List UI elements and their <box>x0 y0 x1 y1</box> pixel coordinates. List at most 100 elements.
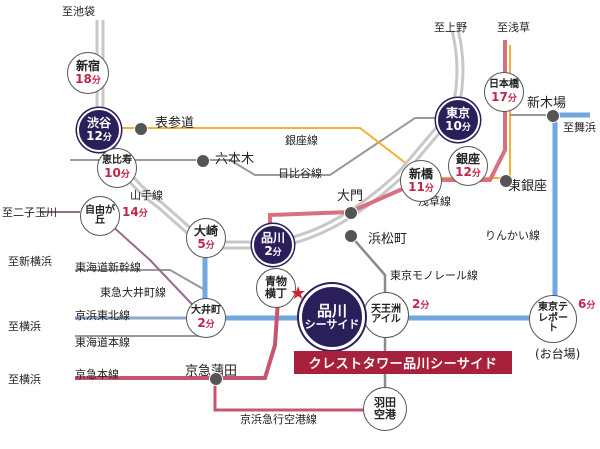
station-shinjuku: 新宿 18分 <box>67 52 109 94</box>
junction-daimon <box>344 206 358 220</box>
tokaido-line <box>75 269 206 337</box>
label-tokaido-line: 東海道本線 <box>75 336 130 349</box>
station-name: 青物横丁 <box>265 275 287 300</box>
junction-hamamatsucho <box>344 229 358 243</box>
time-value: 12 <box>86 128 103 143</box>
time-value: 10 <box>445 118 462 133</box>
label-keihin-tohoku: 京浜東北線 <box>75 309 130 322</box>
keikyu-airport-line <box>213 378 385 412</box>
label-tokyo-monorail: 東京モノレール線 <box>390 269 478 282</box>
station-tokyo-teleport: 東京テレポート <box>529 295 577 343</box>
station-shinagawa: 品川 2分 <box>252 224 294 266</box>
time-unit: 分 <box>102 132 112 143</box>
time-unit: 分 <box>461 122 471 133</box>
junction-shinkiba <box>546 109 560 123</box>
time-unit: 分 <box>586 301 596 311</box>
station-oimachi: 大井町 2分 <box>186 298 226 338</box>
station-shinagawa-seaside: 品川 シーサイド <box>299 284 365 350</box>
yamanote-line <box>95 20 465 250</box>
time-value: 14 <box>122 205 139 219</box>
property-star-icon: ★ <box>290 283 307 304</box>
station-time: 10分 <box>445 118 471 133</box>
station-tokyo: 東京 10分 <box>436 98 480 142</box>
station-ebisu: 恵比寿 10分 <box>97 148 137 188</box>
station-name: 自由が丘 <box>85 204 115 226</box>
time-value: 2 <box>197 315 206 330</box>
time-unit: 分 <box>507 93 517 104</box>
junction-roppongi <box>196 154 210 168</box>
oimachi-line <box>99 214 206 319</box>
station-tennozu: 天王洲アイル <box>363 292 409 338</box>
direction-yokohama-1: 至横浜 <box>8 320 41 333</box>
station-name: 大崎 <box>193 223 218 238</box>
label-ginza-line: 銀座線 <box>285 134 318 147</box>
label-yamanote-line: 山手線 <box>130 189 163 202</box>
jiyugaoka-time: 14分 <box>122 206 148 219</box>
direction-maihama: 至舞浜 <box>563 121 596 134</box>
time-unit: 分 <box>420 301 430 311</box>
direction-futakotamagawa: 至二子玉川 <box>2 206 57 219</box>
time-unit: 分 <box>471 168 481 179</box>
label-tokyu-oimachi: 東急大井町線 <box>100 286 166 299</box>
junction-higashiginza <box>499 174 513 188</box>
station-time: 12分 <box>455 164 481 179</box>
station-name: 品川 <box>260 230 285 245</box>
label-keikyu-main: 京急本線 <box>75 368 119 381</box>
direction-asakusa: 至浅草 <box>497 21 530 34</box>
direction-ueno: 至上野 <box>434 21 467 34</box>
property-banner: クレストタワー品川シーサイド <box>294 351 512 374</box>
station-name: 銀座 <box>455 151 480 166</box>
time-unit: 分 <box>138 209 148 219</box>
time-value: 2 <box>412 297 421 311</box>
keihin-tohoku-line <box>75 245 207 320</box>
station-time: 17分 <box>491 90 517 104</box>
teleport-time: 6分 <box>578 298 595 311</box>
station-name: 日本橋 <box>489 79 519 91</box>
station-name: 新橋 <box>408 166 433 181</box>
station-time: 11分 <box>408 179 434 194</box>
place-higashiginza: 東銀座 <box>508 179 548 194</box>
time-value: 2 <box>264 243 273 258</box>
label-asakusa-line: 浅草線 <box>418 195 451 208</box>
station-osaki: 大崎 5分 <box>186 218 226 258</box>
time-value: 18 <box>75 71 92 86</box>
station-name: 東京テレポート <box>538 302 568 335</box>
time-value: 12 <box>455 164 472 179</box>
label-tokaido-shinkansen: 東海道新幹線 <box>75 261 141 274</box>
junction-keikyukamata <box>209 372 223 386</box>
station-haneda: 羽田空港 <box>363 387 407 431</box>
time-unit: 分 <box>205 319 215 330</box>
label-rinkai-line: りんかい線 <box>485 229 540 242</box>
station-jiyugaoka: 自由が丘 <box>80 196 120 236</box>
time-value: 11 <box>408 179 425 194</box>
time-unit: 分 <box>424 183 434 194</box>
direction-shinyokohama: 至新横浜 <box>8 255 52 268</box>
time-unit: 分 <box>205 240 215 251</box>
direction-yokohama-2: 至横浜 <box>8 373 41 386</box>
station-shinbashi: 新橋 11分 <box>400 160 442 202</box>
site-name-1: 品川 <box>316 301 347 320</box>
time-value: 10 <box>104 165 121 180</box>
station-ginza: 銀座 12分 <box>448 146 488 186</box>
direction-ikebukuro: 至池袋 <box>62 5 95 18</box>
place-hamamatsucho: 浜松町 <box>368 232 408 247</box>
place-shinkiba: 新木場 <box>527 96 567 111</box>
place-keikyukamata: 京急蒲田 <box>185 364 238 379</box>
time-value: 5 <box>197 236 206 251</box>
station-time: 10分 <box>104 165 130 180</box>
station-name: 天王洲アイル <box>371 303 401 325</box>
station-name: 東京 <box>445 105 470 120</box>
station-time: 12分 <box>86 128 112 143</box>
station-name: 恵比寿 <box>102 155 132 167</box>
place-omotesando: 表参道 <box>155 116 195 131</box>
station-name: 大井町 <box>191 305 221 317</box>
time-unit: 分 <box>272 247 282 258</box>
time-unit: 分 <box>91 75 101 86</box>
time-value: 6 <box>578 297 587 311</box>
station-name: 新宿 <box>75 58 100 73</box>
station-nihonbashi: 日本橋 17分 <box>484 72 524 112</box>
place-daimon: 大門 <box>337 189 364 204</box>
station-aomonoyokocho: 青物横丁 <box>256 268 296 308</box>
station-time: 18分 <box>75 71 101 86</box>
